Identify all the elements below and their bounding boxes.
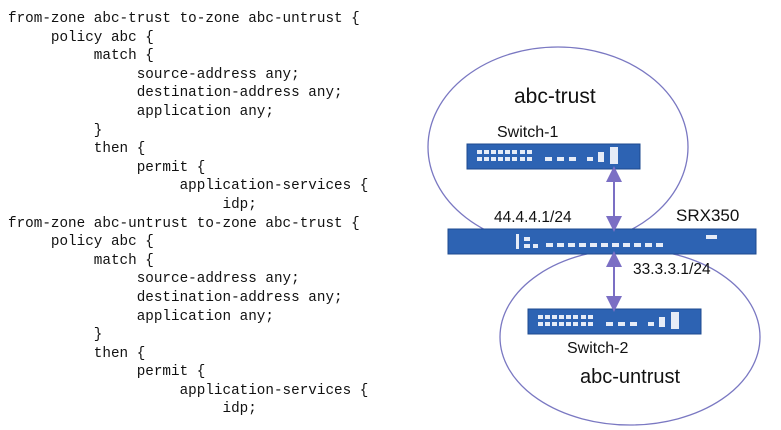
code-line: source-address any; bbox=[8, 271, 300, 288]
code-line: source-address any; bbox=[8, 66, 300, 83]
code-line: destination-address any; bbox=[8, 289, 343, 306]
ip-trust-label: 44.4.4.1/24 bbox=[494, 209, 572, 226]
code-line: from-zone abc-trust to-zone abc-untrust … bbox=[8, 11, 360, 27]
code-line: } bbox=[8, 122, 103, 139]
code-line: idp; bbox=[8, 196, 257, 213]
code-line: from-zone abc-untrust to-zone abc-trust … bbox=[8, 215, 360, 232]
switch-2-device bbox=[527, 308, 702, 335]
code-line: permit { bbox=[8, 364, 206, 381]
code-line: application any; bbox=[8, 308, 274, 325]
srx350-label: SRX350 bbox=[676, 206, 739, 225]
code-line: application-services { bbox=[8, 178, 369, 195]
zone-untrust-ellipse bbox=[499, 248, 761, 426]
ip-untrust-label: 33.3.3.1/24 bbox=[633, 261, 711, 278]
code-line: then { bbox=[8, 141, 146, 158]
srx350-device bbox=[447, 228, 757, 255]
code-line: policy abc { bbox=[8, 29, 154, 46]
code-line: policy abc { bbox=[8, 234, 154, 251]
switch-1-device bbox=[466, 143, 641, 170]
code-line: match { bbox=[8, 48, 154, 65]
code-line: destination-address any; bbox=[8, 85, 343, 102]
zone-untrust-label: abc-untrust bbox=[580, 366, 680, 388]
switch-1-label: Switch-1 bbox=[497, 124, 558, 141]
zone-trust-label: abc-trust bbox=[514, 85, 596, 108]
code-line: then { bbox=[8, 345, 146, 362]
code-line: match { bbox=[8, 252, 154, 269]
policy-config-code: from-zone abc-trust to-zone abc-untrust … bbox=[8, 10, 368, 419]
code-line: } bbox=[8, 327, 103, 344]
code-line: application any; bbox=[8, 103, 274, 120]
switch-2-label: Switch-2 bbox=[567, 340, 628, 357]
code-line: application-services { bbox=[8, 382, 369, 399]
code-line: permit { bbox=[8, 159, 206, 176]
code-line: idp; bbox=[8, 401, 257, 418]
